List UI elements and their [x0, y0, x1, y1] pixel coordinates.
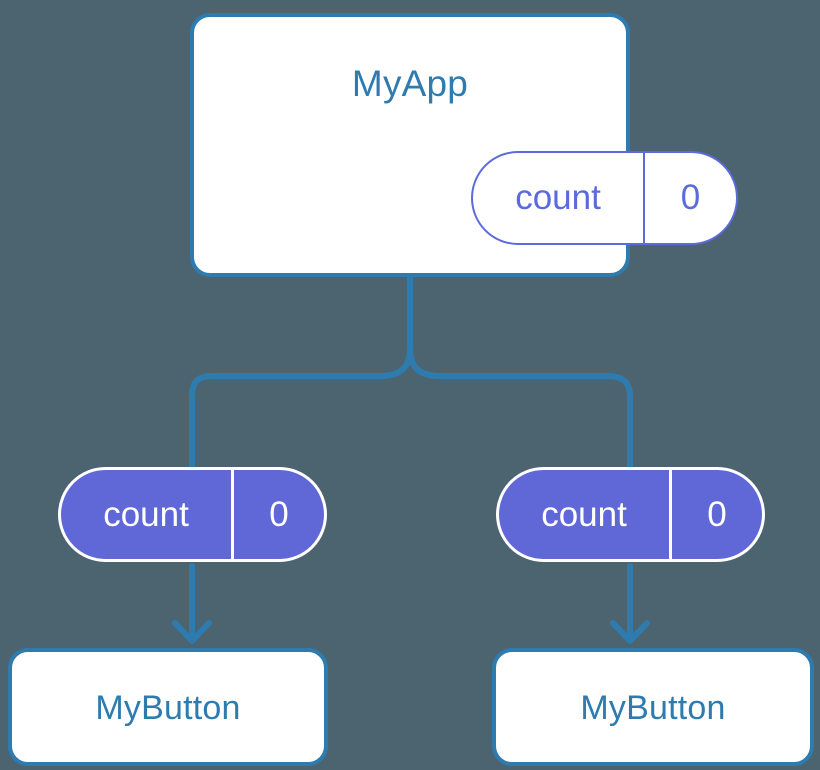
- component-label-myapp: MyApp: [351, 63, 469, 104]
- component-label-mybutton-right: MyButton: [580, 689, 726, 727]
- arrow-right-head: [610, 620, 650, 644]
- arrow-left-head: [172, 620, 212, 644]
- arrow-right: [610, 563, 650, 644]
- state-key-child-right: count: [499, 470, 672, 559]
- component-node-mybutton-right[interactable]: MyButton: [492, 648, 814, 766]
- connector-branch-right: [407, 345, 633, 473]
- arrow-left: [172, 563, 212, 644]
- state-pill-myapp[interactable]: count 0: [471, 151, 738, 245]
- connector-trunk: [189, 274, 413, 473]
- component-node-myapp[interactable]: MyApp count 0: [190, 13, 738, 277]
- state-value-myapp: 0: [680, 178, 701, 217]
- state-pill-child-left[interactable]: count 0: [58, 467, 327, 562]
- state-pill-child-right[interactable]: count 0: [496, 467, 765, 562]
- state-key-child-left: count: [61, 470, 234, 559]
- component-label-mybutton-left: MyButton: [95, 689, 241, 727]
- state-key-myapp: count: [473, 153, 645, 243]
- state-value-child-left: 0: [269, 494, 289, 534]
- state-value-child-right: 0: [707, 494, 727, 534]
- component-node-mybutton-left[interactable]: MyButton: [8, 648, 328, 766]
